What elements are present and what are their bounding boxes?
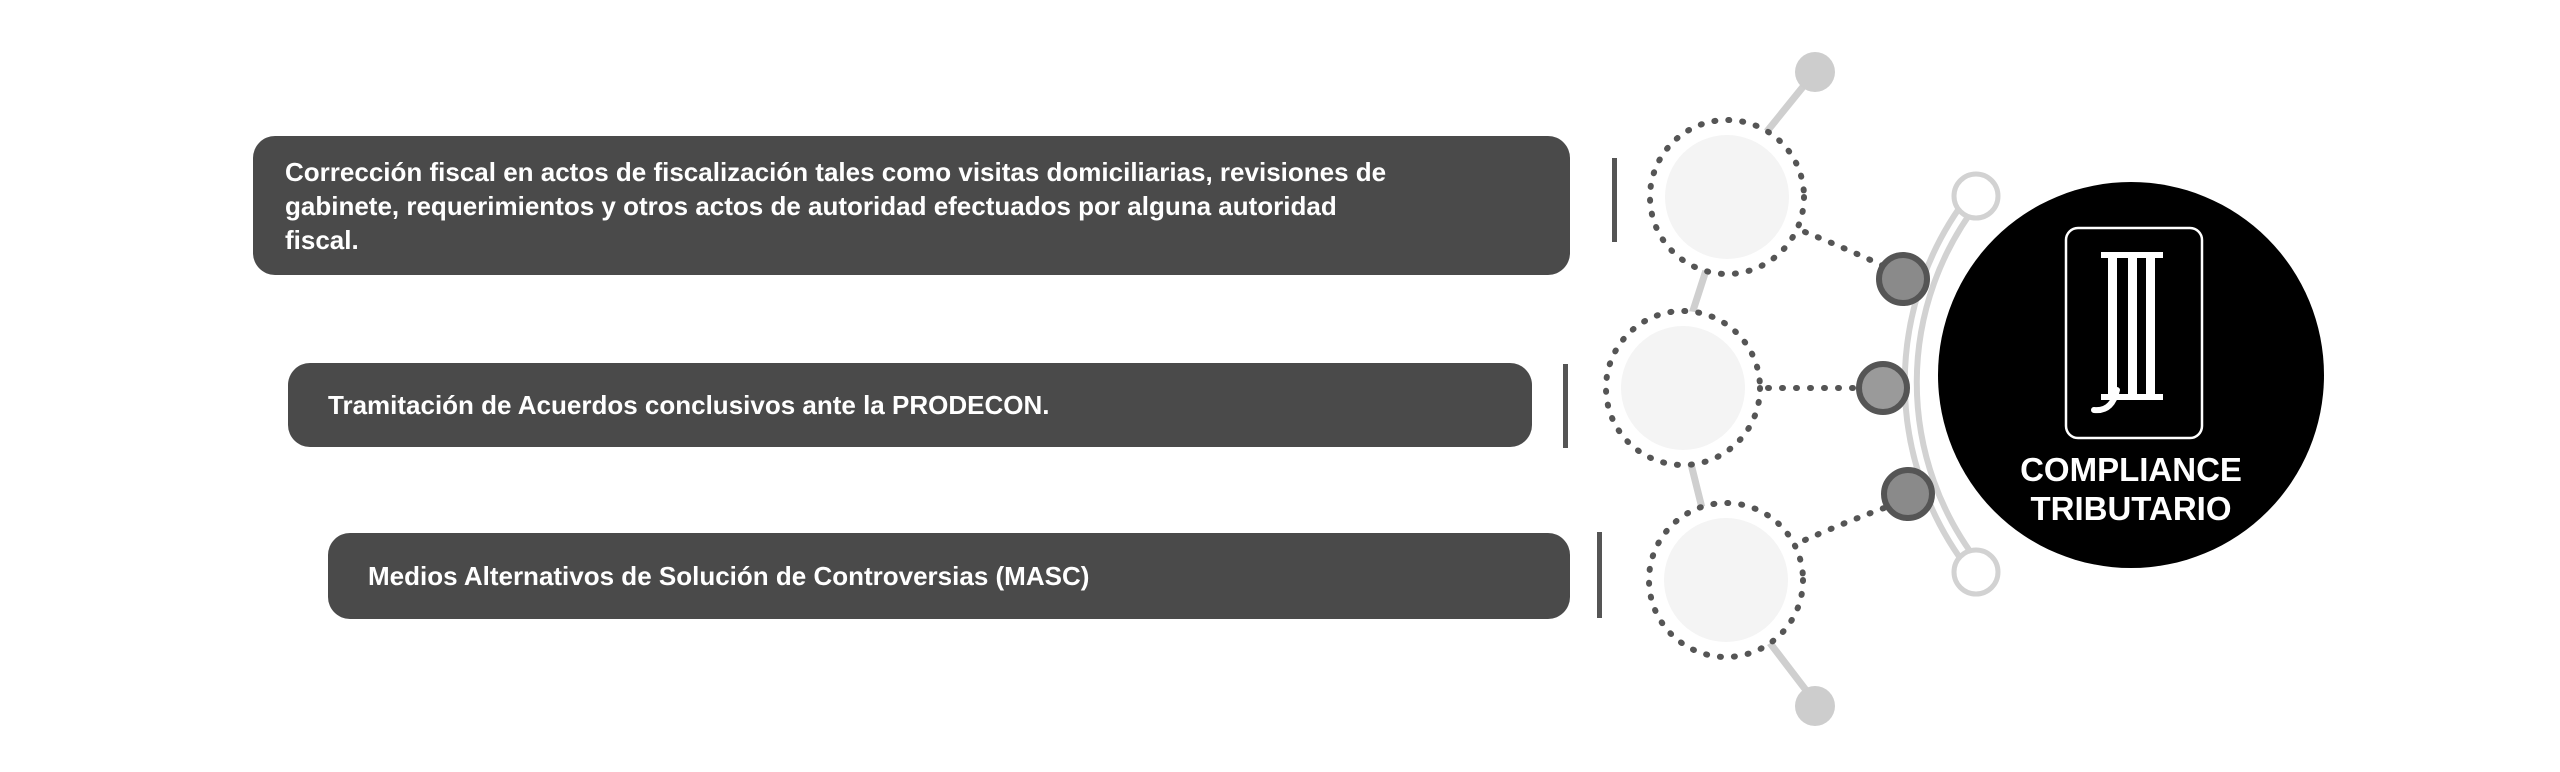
bottom-satellite-dot	[1795, 686, 1835, 726]
ring-circle-2	[1603, 308, 1763, 468]
column-monogram-icon	[2091, 252, 2163, 414]
item-text-3: Medios Alternativos de Solución de Contr…	[368, 561, 1090, 591]
badge-line-2: TRIBUTARIO	[2030, 490, 2231, 527]
top-satellite-dot	[1795, 52, 1835, 92]
logo-frame	[2064, 226, 2204, 440]
item-text-2: Tramitación de Acuerdos conclusivos ante…	[328, 390, 1050, 420]
compliance-badge: COMPLIANCE TRIBUTARIO	[1938, 182, 2324, 568]
ring-circle-1	[1647, 117, 1807, 277]
arc-end-node-bottom	[1951, 547, 2001, 597]
arc-node-2	[1856, 361, 1910, 415]
item-pill-2: Tramitación de Acuerdos conclusivos ante…	[288, 363, 1532, 447]
ring-circle-3	[1646, 500, 1806, 660]
inner-arc	[1907, 194, 1978, 571]
tick-mark-1	[1612, 158, 1617, 242]
badge-line-1: COMPLIANCE	[2020, 451, 2242, 488]
item-text-1: Corrección fiscal en actos de fiscalizac…	[285, 156, 1387, 255]
tick-mark-2	[1563, 364, 1568, 448]
arc-node-3	[1881, 467, 1935, 521]
tick-mark-3	[1597, 532, 1602, 618]
arc-end-node-top	[1951, 171, 2001, 221]
item-pill-1: Corrección fiscal en actos de fiscalizac…	[253, 136, 1570, 275]
item-pill-3: Medios Alternativos de Solución de Contr…	[328, 533, 1570, 619]
arc-node-1	[1876, 252, 1930, 306]
